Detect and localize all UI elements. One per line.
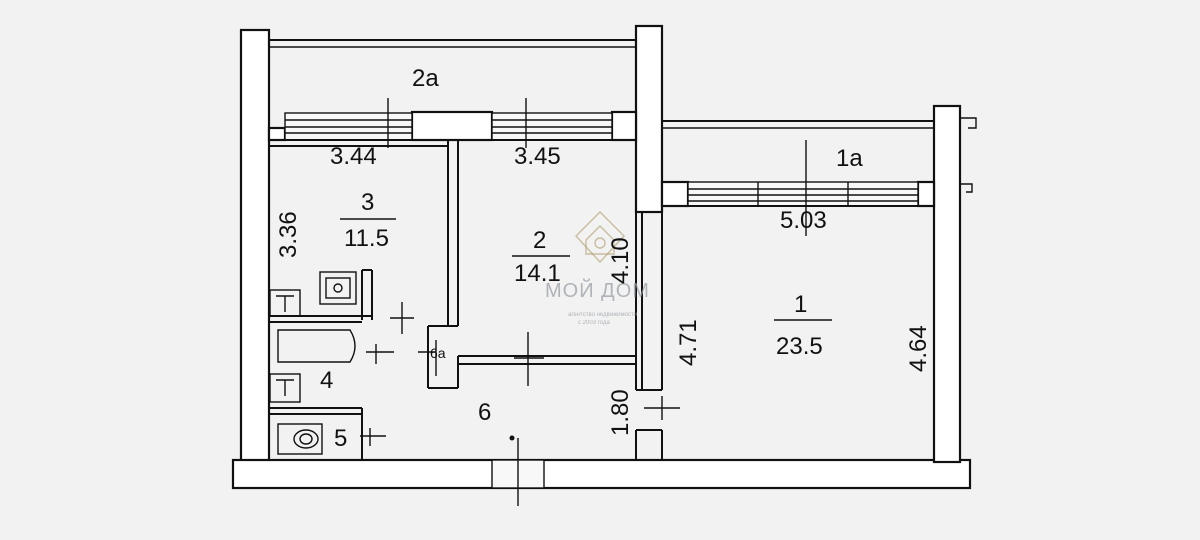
watermark-brand: МОЙ ДОМ bbox=[545, 278, 650, 302]
watermark-tagline-2: с 2003 года bbox=[578, 320, 610, 326]
toilet bbox=[277, 423, 323, 455]
room-1-number: 1 bbox=[794, 291, 807, 318]
window-room-1 bbox=[687, 181, 919, 207]
dim-4-64: 4.64 bbox=[905, 325, 932, 372]
dim-3-45: 3.45 bbox=[514, 143, 561, 170]
balcony-2a bbox=[269, 39, 636, 48]
outer-walls bbox=[231, 24, 972, 490]
dim-5-03: 5.03 bbox=[780, 207, 827, 234]
dim-4-71: 4.71 bbox=[675, 319, 702, 366]
sink-bath bbox=[269, 373, 301, 403]
room-3-area: 11.5 bbox=[344, 225, 389, 252]
window-room-3 bbox=[284, 112, 413, 141]
room-2-number: 2 bbox=[533, 227, 546, 254]
dim-4-10: 4.10 bbox=[607, 237, 634, 284]
room-1-area: 23.5 bbox=[776, 333, 823, 360]
window-room-2 bbox=[491, 112, 613, 141]
dim-3-44: 3.44 bbox=[330, 143, 377, 170]
balcony-1a bbox=[662, 117, 977, 193]
house-logo-icon bbox=[575, 211, 625, 264]
door-marks bbox=[360, 98, 807, 446]
dim-3-36: 3.36 bbox=[275, 211, 302, 258]
room-1a-label: 1a bbox=[836, 145, 863, 172]
entrance-door bbox=[491, 438, 545, 506]
watermark-tagline-1: агентство недвижимости bbox=[568, 312, 637, 318]
room-3-number: 3 bbox=[361, 189, 374, 216]
room-6-label: 6 bbox=[478, 399, 491, 426]
dim-1-80: 1.80 bbox=[607, 389, 634, 436]
watermark: МОЙ ДОМ агентство недвижимости с 2003 го… bbox=[545, 211, 650, 326]
interior-walls bbox=[269, 139, 934, 460]
room-6a-label: 6a bbox=[430, 345, 446, 361]
room-2-area: 14.1 bbox=[514, 260, 561, 287]
room-2a-label: 2a bbox=[412, 65, 439, 92]
room-5-label: 5 bbox=[334, 425, 347, 452]
sink-kitchen bbox=[269, 289, 301, 317]
room-4-label: 4 bbox=[320, 367, 333, 394]
bathtub bbox=[277, 329, 356, 363]
stove bbox=[319, 271, 357, 305]
